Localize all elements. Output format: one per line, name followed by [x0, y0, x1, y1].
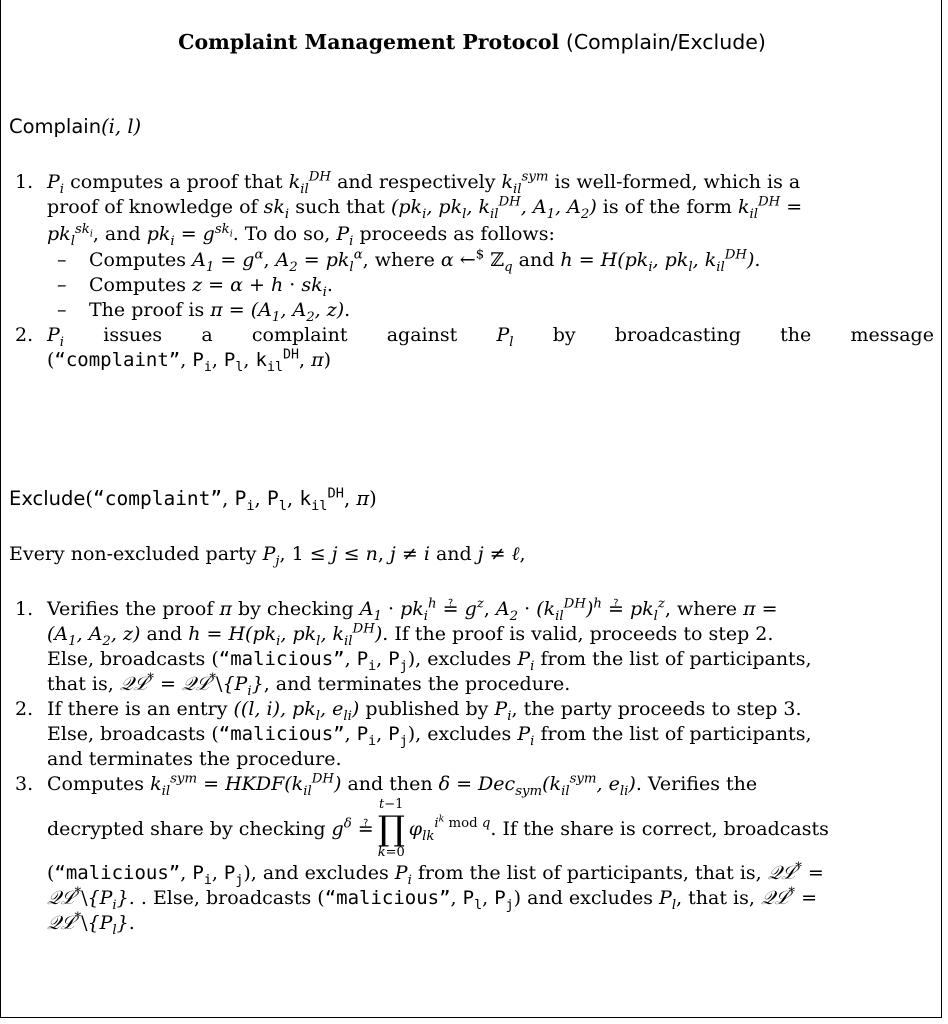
exclude-heading: Exclude(“complaint”, Pi, Pl, kilDH, π) — [9, 485, 377, 514]
substep-compute-a: –Computes A1 = gα, A2 = pklα, where α ←$… — [57, 247, 761, 275]
exclude-intro: Every non-excluded party Pj, 1 ≤ j ≤ n, … — [9, 543, 526, 569]
protocol-title: Complaint Management Protocol (Complain/… — [1, 30, 943, 55]
exclude-step-1: 1. Verifies the proof π by checking A1 ·… — [15, 596, 812, 699]
complain-heading: Complain(i, l) — [9, 115, 142, 138]
exclude-step-2: 2. If there is an entry ((l, i), pkl, el… — [15, 698, 812, 770]
exclude-list: 1. Verifies the proof π by checking A1 ·… — [9, 596, 934, 938]
title-bold: Complaint Management Protocol — [178, 30, 560, 54]
complain-substeps: –Computes A1 = gα, A2 = pklα, where α ←$… — [47, 247, 934, 325]
substep-compute-z: –Computes z = α + h · ski. — [57, 274, 333, 300]
complain-step-1: 1. Pi computes a proof that kilDH and re… — [9, 170, 934, 325]
substep-proof: –The proof is π = (A1, A2, z). — [57, 299, 351, 325]
exclude-step-3: 3. Computes kilsym = HKDF(kilDH) and the… — [15, 771, 829, 938]
complain-list: 1. Pi computes a proof that kilDH and re… — [9, 170, 934, 375]
title-rest: (Complain/Exclude) — [559, 30, 766, 54]
